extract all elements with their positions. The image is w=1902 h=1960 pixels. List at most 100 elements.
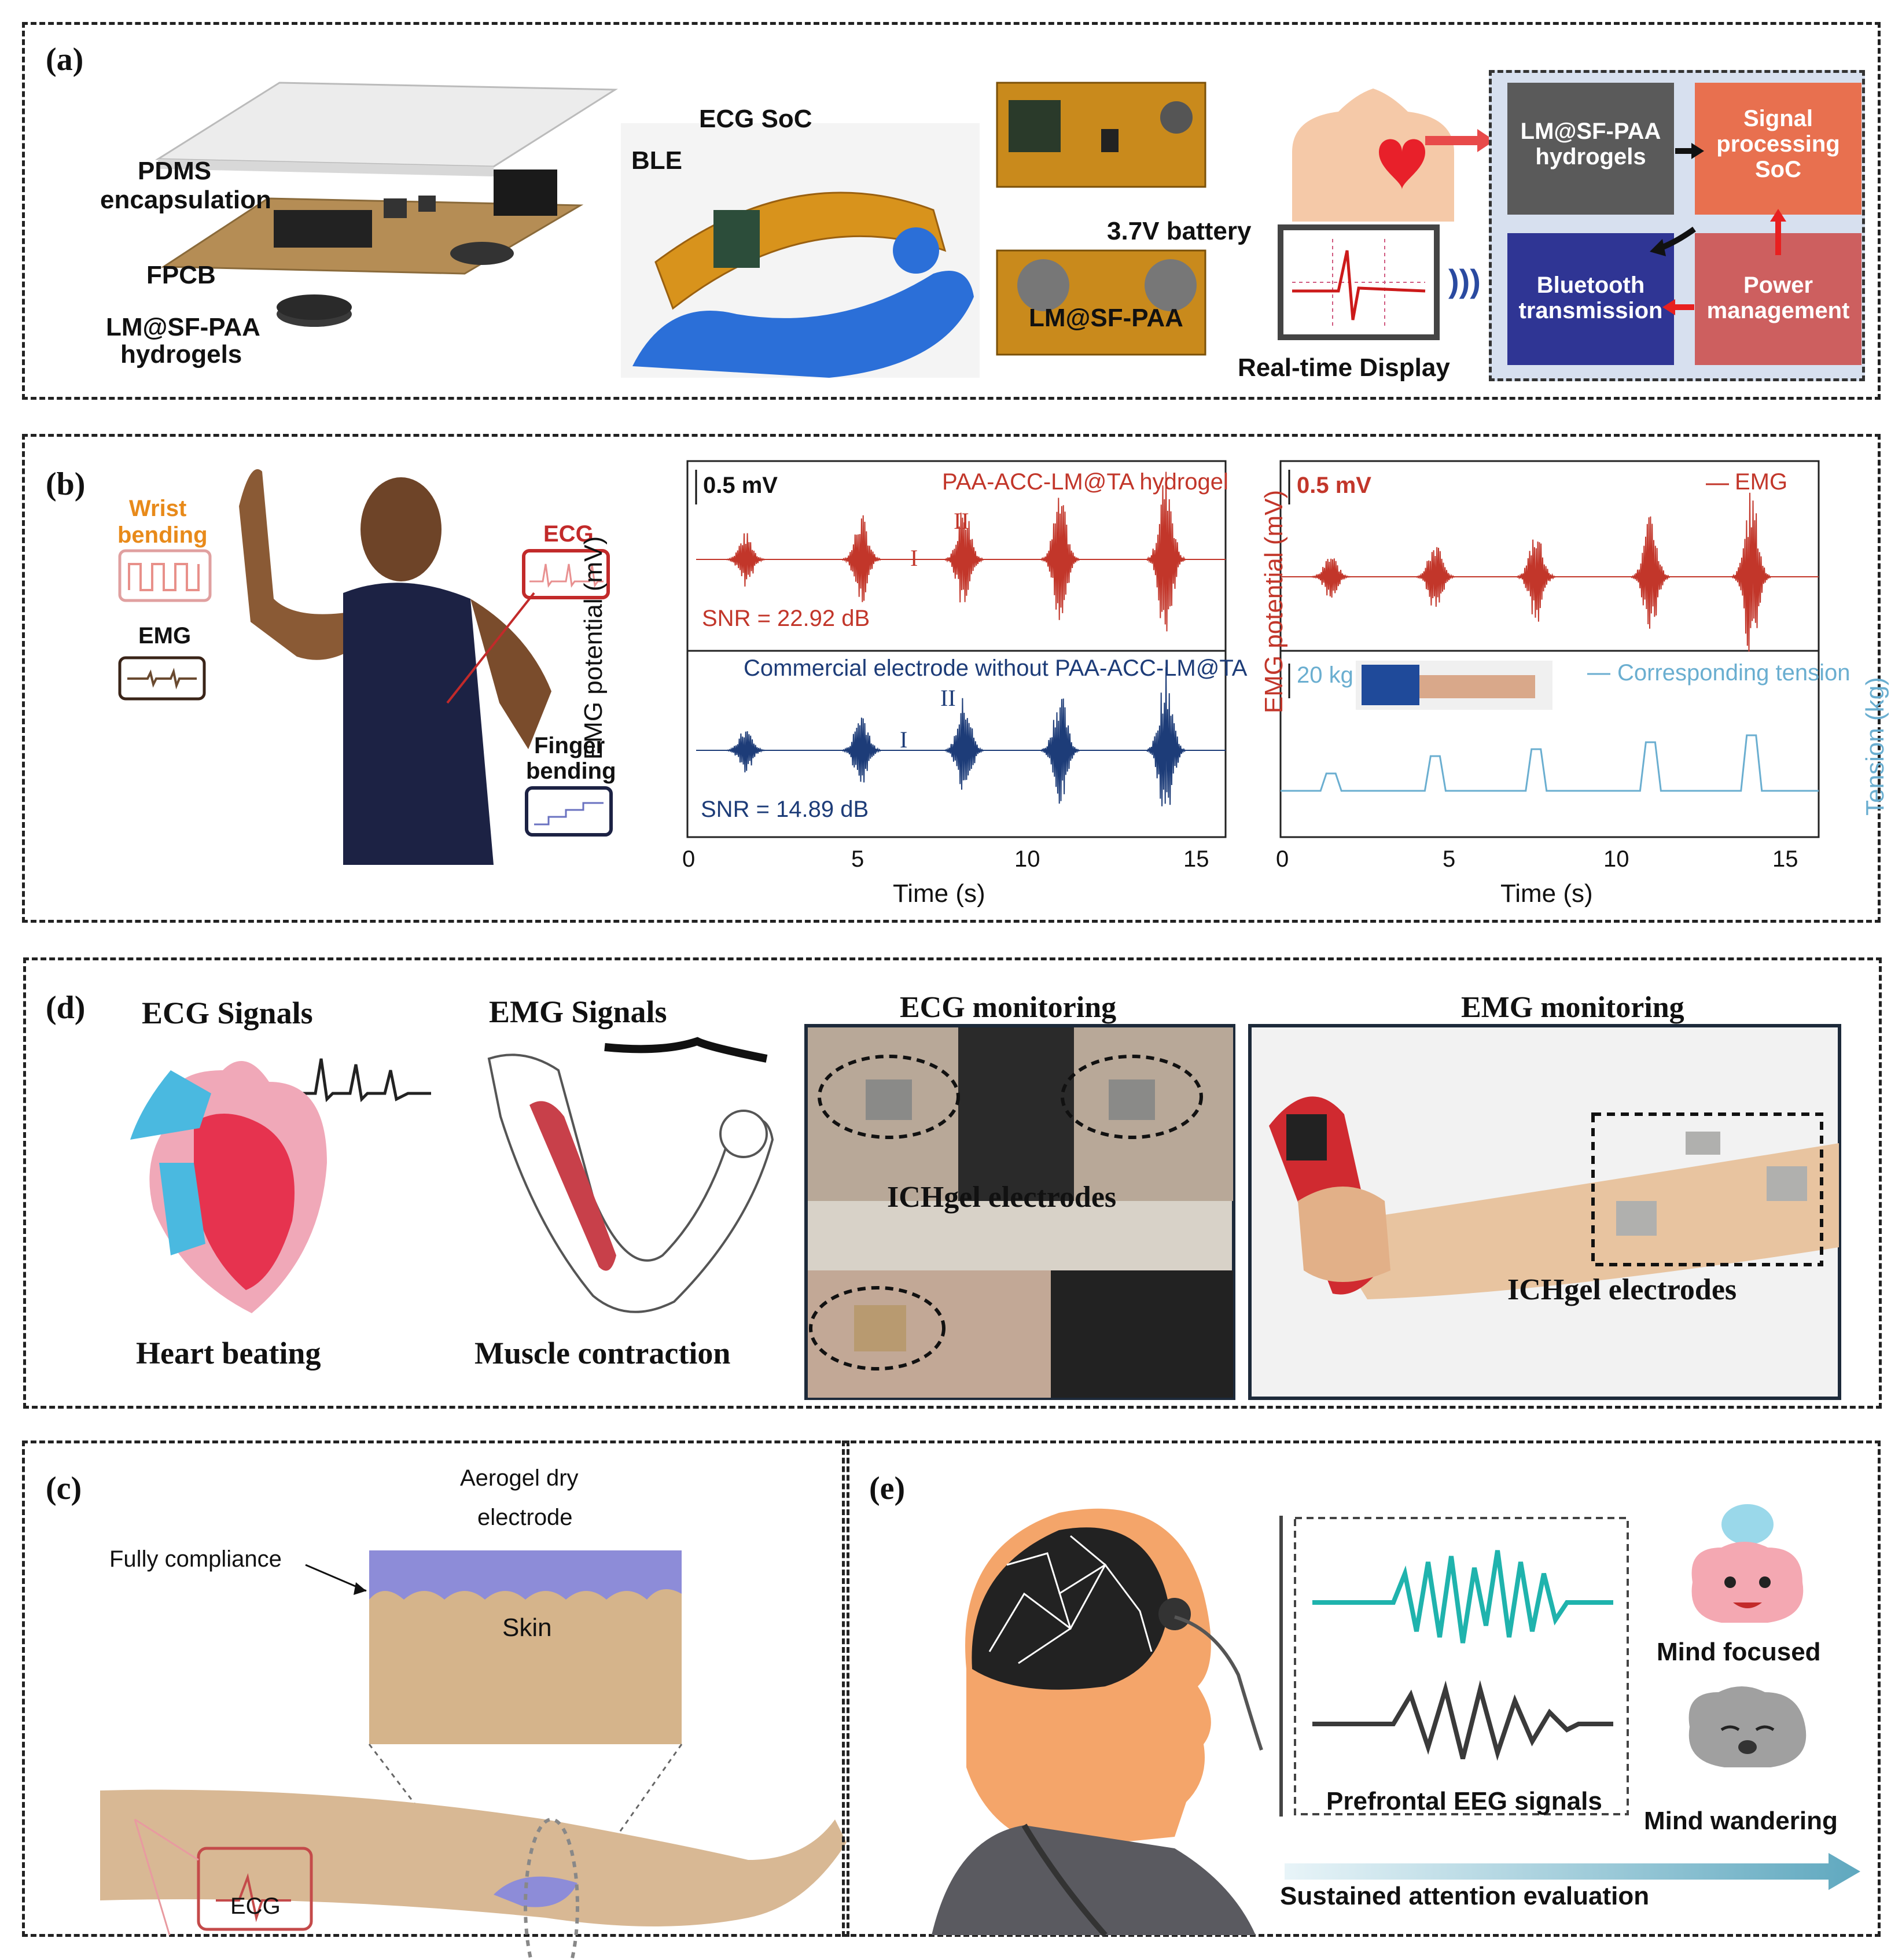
plot1-ylabel: EMG potential (mV): [579, 536, 608, 760]
plot2-emg-burst: [1415, 547, 1455, 607]
plot1-frame: [686, 460, 1227, 838]
encapsulation-label: encapsulation: [100, 186, 271, 214]
plot1-top-mark-I: I: [910, 545, 918, 571]
ecg-pointer-line: [446, 592, 535, 704]
finger-bending-thumbnail: [525, 786, 613, 837]
panel-c: (c) Aerogel dry electrode Fully complian…: [22, 1440, 849, 1960]
plot2-emg-burst: [1516, 539, 1557, 622]
plot1-xtick-15: 15: [1183, 846, 1209, 872]
lm-sf-paa-board-label: LM@SF-PAA: [1029, 304, 1183, 332]
head-brain-illustration: [932, 1508, 1256, 1937]
plot1-bottom-burst: [841, 717, 882, 783]
electrode-wire: [1174, 1615, 1263, 1751]
plot1-bottom-mark-II: II: [940, 685, 956, 711]
signal-block-text-1: Signal: [1743, 106, 1813, 131]
plot1-bottom-burst: [726, 731, 766, 773]
plot2-frame: [1279, 460, 1820, 838]
plot1-bottom-burst: [1146, 667, 1186, 806]
arm-muscle-illustration: [487, 1037, 774, 1313]
plot1-xlabel: Time (s): [893, 879, 985, 908]
panel-b: (b) Wrist bending EMG ECG Finger bending…: [22, 434, 1889, 923]
emg-monitoring-photo: [1248, 1024, 1841, 1400]
panel-a: (a) PDMS encapsulation FPCB LM@SF-PAA hy…: [22, 22, 1881, 400]
plot2-emg-burst: [1731, 492, 1772, 652]
panel-a-label: (a): [46, 42, 84, 78]
panel-d: (d) ECG Signals Heart beating EMG Signal…: [23, 957, 1882, 1409]
panel-e: (e) Prefrontal EEG signals Mind focused: [842, 1440, 1881, 1937]
ecg-arm-label: ECG: [230, 1893, 281, 1919]
skin-label: Skin: [502, 1613, 552, 1642]
aerogel-label-1: Aerogel dry: [460, 1465, 579, 1491]
bluetooth-block: [1507, 233, 1674, 365]
plot1-top-burst: [726, 533, 766, 587]
plot1-snr-top: SNR = 22.92 dB: [702, 606, 870, 631]
emg-signals-title: EMG Signals: [489, 994, 667, 1029]
pdms-label: PDMS: [138, 157, 212, 185]
arm-electrode-illustration: [100, 1550, 847, 1960]
fpcb-label: FPCB: [146, 261, 216, 289]
finger-bending-label-2: bending: [526, 758, 616, 784]
plot1-top-mark-II: II: [954, 508, 969, 534]
plot1-top-burst: [1040, 498, 1080, 620]
plot1-bottom-mark-I: I: [900, 727, 908, 753]
wrist-bending-label-1: Wrist: [129, 496, 187, 521]
sustained-attention-label: Sustained attention evaluation: [1280, 1882, 1650, 1910]
signal-block-text-3: SoC: [1755, 157, 1801, 182]
ichgel-ecg-label: ICHgel electrodes: [887, 1181, 1117, 1214]
muscle-contraction-label: Muscle contraction: [474, 1336, 731, 1370]
plot1-bottom-burst: [944, 698, 984, 790]
hydrogel-block: [1507, 83, 1674, 215]
eeg-signals-box: [1279, 1516, 1629, 1817]
wifi-icon: ))): [1448, 263, 1481, 299]
fully-compliance-label: Fully compliance: [109, 1546, 282, 1572]
signal-block: [1695, 83, 1861, 215]
hydrogel-block-text-2: hydrogels: [1535, 144, 1646, 170]
emg-monitoring-title: EMG monitoring: [1461, 991, 1684, 1024]
aerogel-label-2: electrode: [477, 1505, 573, 1530]
plot2-xlabel: Time (s): [1500, 879, 1593, 908]
plot2-emg-burst: [1311, 558, 1351, 598]
battery-label: 3.7V battery: [1107, 217, 1252, 245]
heart-to-hydrogel-arrow: [1425, 129, 1495, 152]
lm-hydrogel-label-1: LM@SF-PAA: [106, 313, 260, 341]
ecg-soc-label: ECG SoC: [699, 105, 812, 133]
mind-focused-icon: [1691, 1504, 1804, 1623]
ichgel-emg-label: ICHgel electrodes: [1507, 1273, 1737, 1306]
ecg-thumbnail: [522, 549, 610, 599]
plot2-ylabel-left: EMG potential (mV): [1260, 489, 1289, 714]
plot2-emg-trace: [1281, 492, 1819, 652]
plot2-emg-burst: [1631, 516, 1671, 629]
wrist-bending-label-2: bending: [117, 522, 208, 548]
plot1-bottom-burst: [1040, 698, 1080, 804]
panel-e-label: (e): [869, 1471, 906, 1506]
signal-block-text-2: processing: [1716, 131, 1840, 157]
ecg-figure-label: ECG: [543, 521, 594, 547]
plot2-xtick-5: 5: [1443, 846, 1456, 872]
plot1-top-burst: [1146, 471, 1186, 632]
bluetooth-block-text-1: Bluetooth: [1536, 272, 1645, 298]
plot2-scale-kg-label: 20 kg: [1297, 662, 1353, 688]
ble-label: BLE: [631, 146, 682, 175]
realtime-display-monitor: [1278, 224, 1440, 340]
flexible-board-photo: [621, 123, 980, 378]
exploded-device-illustration: [154, 82, 619, 327]
panel-c-label: (c): [46, 1471, 82, 1506]
power-block-text-2: management: [1706, 298, 1850, 323]
mind-wandering-icon: [1688, 1686, 1807, 1767]
heart-illustration: [130, 1058, 431, 1313]
heart-beating-label: Heart beating: [136, 1336, 321, 1370]
plot2-legend-emg: EMG: [1735, 469, 1788, 495]
emg-photo-contents: [1269, 1096, 1839, 1299]
plot1-bottom-trace: [696, 667, 1226, 806]
plot1-scale-label: 0.5 mV: [703, 473, 778, 498]
plot2-legend-tension: Corresponding tension: [1617, 660, 1851, 686]
emg-comparison-plot: [686, 460, 1227, 838]
plot2-xtick-10: 10: [1603, 846, 1629, 872]
attention-arrow: [1285, 1853, 1860, 1890]
circuit-board-photos: [996, 82, 1206, 356]
bluetooth-block-text-2: transmission: [1518, 298, 1663, 323]
emg-figure-label: EMG: [138, 623, 192, 649]
wrist-bending-thumbnail: [118, 549, 212, 602]
plot2-scale-label: 0.5 mV: [1297, 473, 1371, 498]
power-block-text-1: Power: [1743, 272, 1813, 298]
